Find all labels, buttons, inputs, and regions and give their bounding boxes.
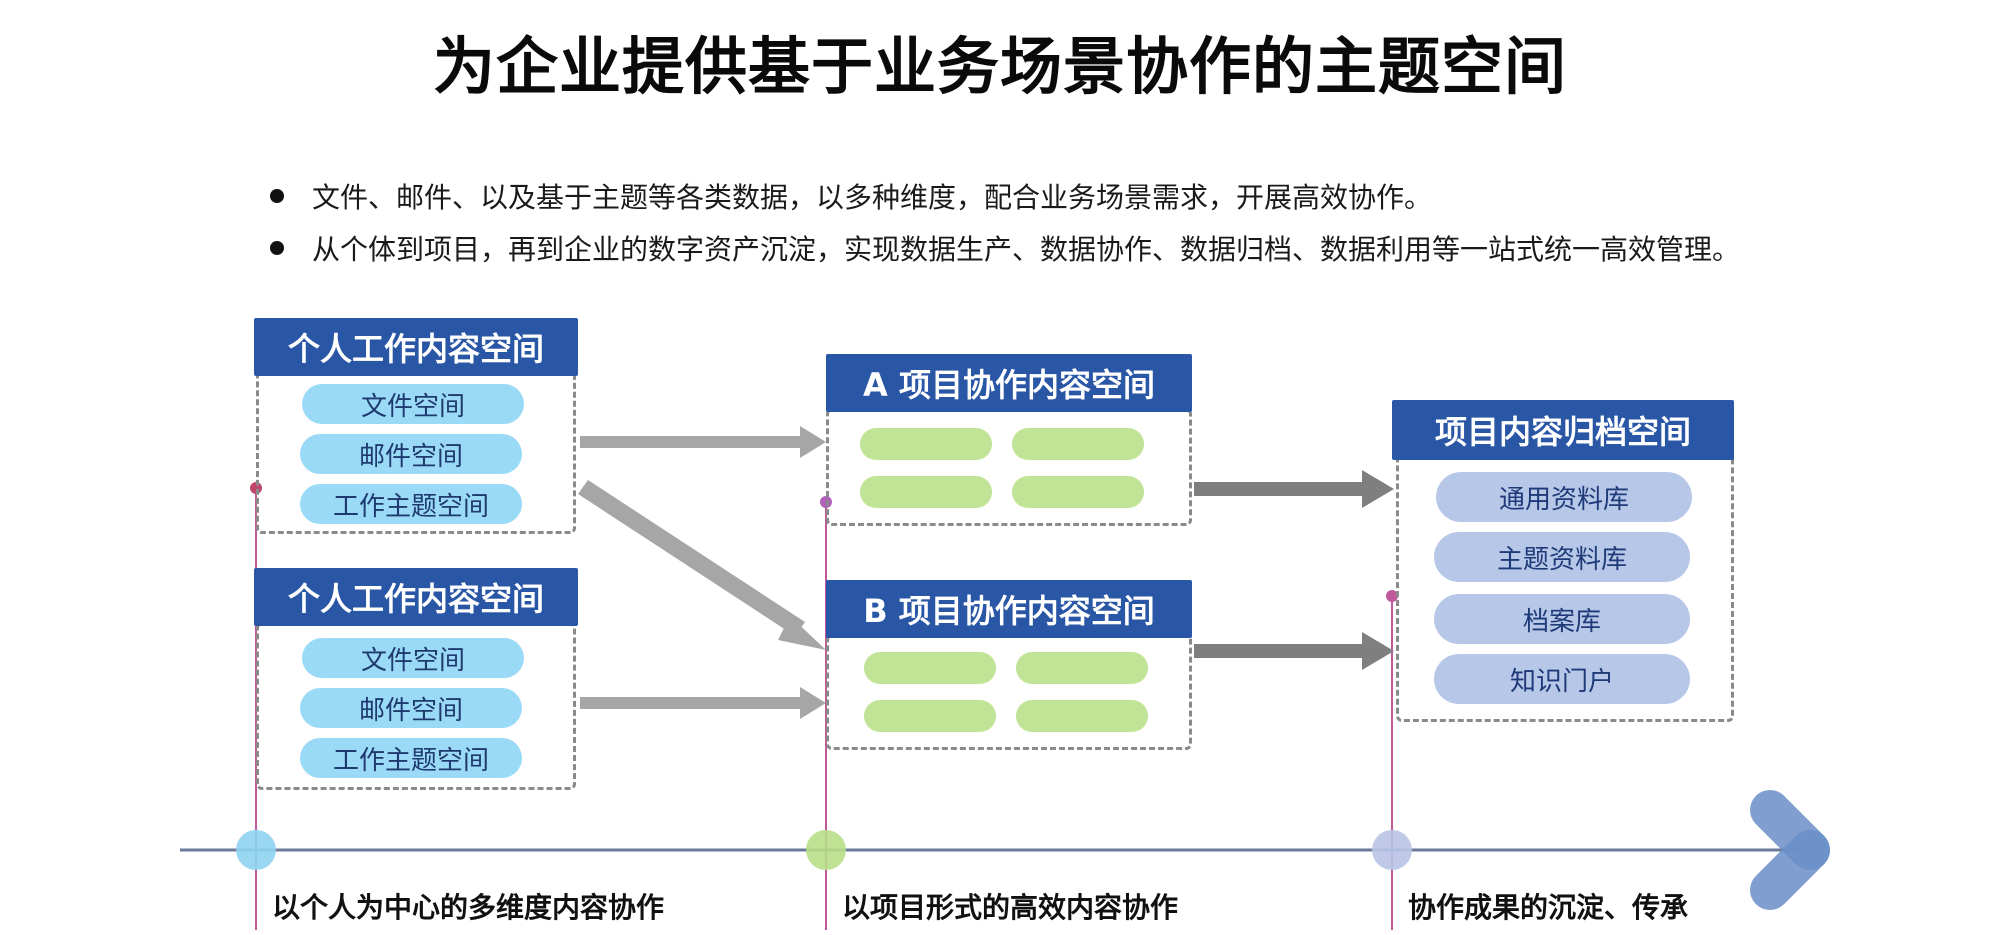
pill-file-space[interactable]: 文件空间 — [302, 384, 524, 424]
arrow-personal-to-a — [580, 426, 826, 458]
project-b-header: B 项目协作内容空间 — [826, 580, 1192, 638]
arrow-personal-to-b — [580, 687, 826, 719]
stage-caption-personal: 以个人为中心的多维度内容协作 — [272, 891, 665, 924]
project-slot — [1012, 476, 1144, 508]
timeline-node — [236, 830, 276, 870]
bullet-item: 从个体到项目，再到企业的数字资产沉淀，实现数据生产、数据协作、数据归档、数据利用… — [270, 228, 1740, 268]
project-slot — [1016, 700, 1148, 732]
pill-mail-space[interactable]: 邮件空间 — [300, 434, 522, 474]
pill-mail-space[interactable]: 邮件空间 — [300, 688, 522, 728]
timeline-node — [1372, 830, 1412, 870]
pill-topic-library[interactable]: 主题资料库 — [1434, 532, 1690, 582]
arrow-b-to-archive — [1194, 632, 1394, 670]
project-a-header: A 项目协作内容空间 — [826, 354, 1192, 412]
project-slot — [1016, 652, 1148, 684]
bullet-dot-icon — [270, 189, 284, 203]
pill-topic-space[interactable]: 工作主题空间 — [300, 738, 522, 778]
project-space-box — [826, 408, 1192, 526]
arrow-a-to-archive — [1194, 470, 1394, 508]
pill-general-library[interactable]: 通用资料库 — [1436, 472, 1692, 522]
project-slot — [864, 700, 996, 732]
pill-file-space[interactable]: 文件空间 — [302, 638, 524, 678]
stage-caption-project: 以项目形式的高效内容协作 — [842, 891, 1179, 924]
stage-marker-dot — [1386, 590, 1398, 602]
bullet-text: 文件、邮件、以及基于主题等各类数据，以多种维度，配合业务场景需求，开展高效协作。 — [312, 181, 1433, 214]
personal-space-header: 个人工作内容空间 — [254, 568, 578, 626]
arrow-personal-to-b-diagonal — [578, 480, 826, 650]
archive-space-header: 项目内容归档空间 — [1392, 400, 1734, 460]
project-slot — [1012, 428, 1144, 460]
project-slot — [860, 476, 992, 508]
pill-archive-library[interactable]: 档案库 — [1434, 594, 1690, 644]
project-slot — [864, 652, 996, 684]
page-title: 为企业提供基于业务场景协作的主题空间 — [432, 30, 1567, 103]
stage-caption-archive: 协作成果的沉淀、传承 — [1408, 891, 1689, 924]
right-chevron-icon — [1750, 790, 1830, 910]
bullet-item: 文件、邮件、以及基于主题等各类数据，以多种维度，配合业务场景需求，开展高效协作。 — [270, 176, 1432, 216]
timeline-node — [806, 830, 846, 870]
pill-knowledge-portal[interactable]: 知识门户 — [1434, 654, 1690, 704]
bullet-text: 从个体到项目，再到企业的数字资产沉淀，实现数据生产、数据协作、数据归档、数据利用… — [312, 233, 1741, 266]
pill-topic-space[interactable]: 工作主题空间 — [300, 484, 522, 524]
bullet-dot-icon — [270, 241, 284, 255]
project-slot — [860, 428, 992, 460]
personal-space-header: 个人工作内容空间 — [254, 318, 578, 376]
